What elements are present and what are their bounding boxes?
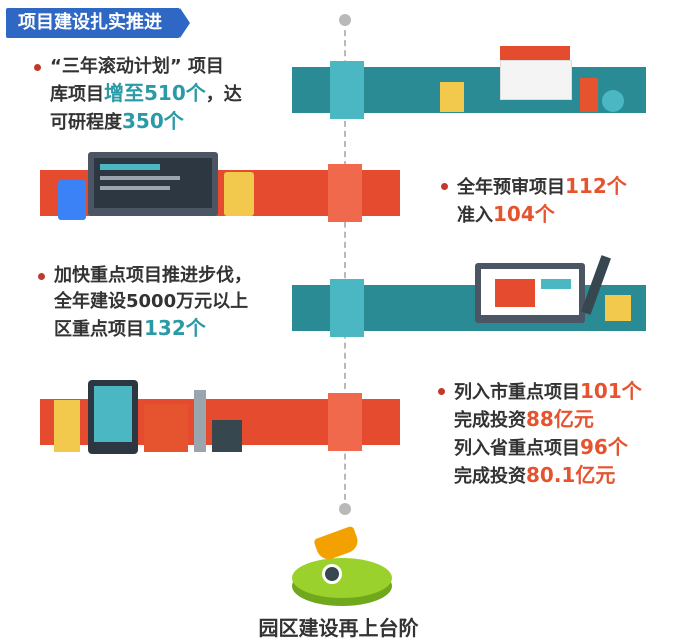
tools-illustration <box>48 360 248 456</box>
bullet <box>441 183 448 190</box>
bullet <box>438 388 445 395</box>
timeline-end-dot <box>339 503 351 515</box>
text-line: 区重点项目132个 <box>54 316 206 340</box>
text-line: 库项目增至510个，达 <box>50 81 242 105</box>
wheelbarrow-icon <box>313 525 361 563</box>
timeline-start-dot <box>339 14 351 26</box>
text-line: 全年建设5000万元以上 <box>54 291 249 312</box>
design-illustration <box>455 245 635 330</box>
text-block-3: 加快重点项目推进步伐， 全年建设5000万元以上 区重点项目132个 <box>38 263 252 343</box>
banner-2-fold <box>328 164 362 222</box>
grass-platform <box>292 558 392 598</box>
bullet <box>38 273 45 280</box>
banner-4-fold <box>328 393 362 451</box>
text-line: “三年滚动计划” 项目 <box>50 56 224 77</box>
wheelbarrow-wheel <box>322 564 342 584</box>
section-title: 项目建设扎实推进 <box>6 8 190 38</box>
banner-3-fold <box>330 279 364 337</box>
text-block-4: 列入市重点项目101个 完成投资88亿元 列入省重点项目96个 完成投资80.1… <box>438 378 642 490</box>
text-line: 完成投资80.1亿元 <box>454 463 616 487</box>
text-line: 完成投资88亿元 <box>454 407 594 431</box>
banner-1-fold <box>330 61 364 119</box>
text-block-2: 全年预审项目112个 准入104个 <box>441 173 627 229</box>
bullet <box>34 64 41 71</box>
devices-illustration <box>48 142 258 222</box>
footer-caption: 园区建设再上台阶 <box>258 616 419 640</box>
text-line: 全年预审项目112个 <box>457 174 627 198</box>
text-line: 列入省重点项目96个 <box>454 435 628 459</box>
text-line: 可研程度350个 <box>50 109 184 133</box>
text-line: 准入104个 <box>457 202 555 226</box>
timeline-line <box>344 20 346 510</box>
shop-illustration <box>430 38 630 118</box>
text-block-1: “三年滚动计划” 项目 库项目增至510个，达 可研程度350个 <box>34 54 242 136</box>
text-line: 列入市重点项目101个 <box>454 379 642 403</box>
text-line: 加快重点项目推进步伐， <box>54 265 252 286</box>
